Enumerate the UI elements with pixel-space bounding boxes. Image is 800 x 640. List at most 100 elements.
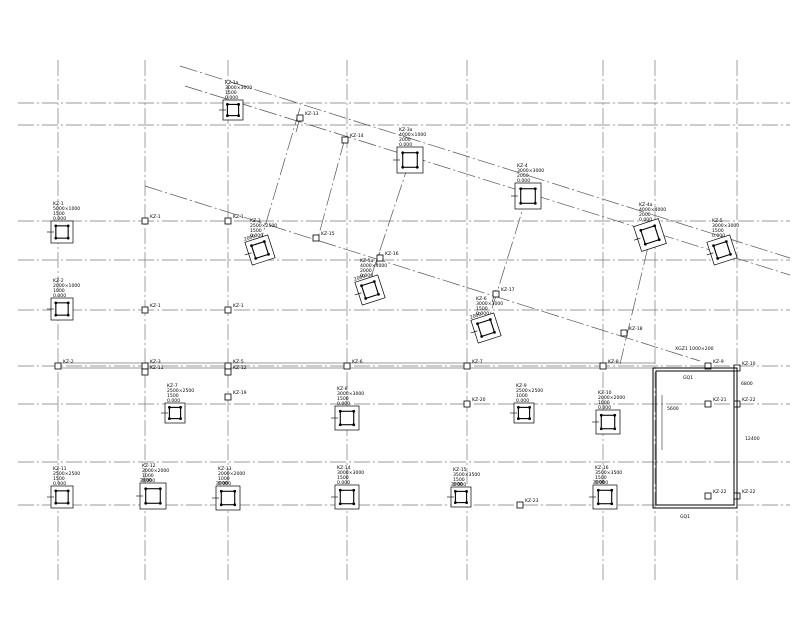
pile-marker bbox=[596, 488, 600, 492]
pile-cap-outline bbox=[514, 182, 542, 210]
pile-cap-tag: KZ-3a bbox=[399, 127, 413, 133]
pile-cap-spec: 1000 bbox=[598, 400, 610, 406]
pile-cap-spec: 0.000 bbox=[218, 481, 231, 487]
pile-cap-spec: 0.000 bbox=[53, 216, 66, 222]
pile-marker bbox=[158, 501, 162, 505]
pile-marker bbox=[712, 244, 715, 248]
pile-marker bbox=[66, 236, 70, 240]
pile-cap-outline bbox=[215, 485, 241, 511]
pile-cap-spec: 0.000 bbox=[142, 478, 155, 484]
pile-marker bbox=[610, 488, 614, 492]
pile-marker bbox=[729, 252, 732, 256]
pile-cap-reinforcement bbox=[226, 103, 240, 117]
pile-marker bbox=[352, 502, 356, 506]
pile-cap bbox=[393, 146, 424, 174]
column-pier: KZ-12 bbox=[224, 365, 247, 376]
pile-cap-spec: 0.000 bbox=[167, 398, 180, 404]
pile-marker bbox=[54, 489, 58, 493]
pier-tag: KZ-12 bbox=[233, 365, 247, 371]
pile-cap-dimension: 2000 bbox=[243, 233, 256, 242]
pile-marker bbox=[262, 240, 266, 243]
pile-cap-tag: KZ-11 bbox=[53, 466, 67, 472]
pile-cap-spec: 2500×2500 bbox=[516, 388, 543, 394]
pile-marker bbox=[54, 301, 58, 305]
column-pier: KZ-8 bbox=[599, 359, 619, 370]
pier-tag: KZ-10 bbox=[742, 361, 756, 367]
pier-tag: KZ-3 bbox=[150, 359, 161, 365]
pile-cap-tick bbox=[244, 252, 252, 256]
skew-grid-line bbox=[619, 221, 655, 365]
skew-grid-line bbox=[144, 185, 701, 362]
pile-cap-reinforcement bbox=[250, 240, 270, 260]
pile-cap-spec: 5000×1000 bbox=[53, 206, 80, 212]
pile-marker bbox=[66, 224, 70, 228]
pile-cap-spec: 1000 bbox=[53, 288, 65, 294]
pile-cap-spec: 2500×2500 bbox=[250, 223, 277, 229]
pile-cap-tag: KZ-13 bbox=[218, 466, 232, 472]
pile-cap-outline bbox=[50, 297, 74, 321]
pier-tag: KZ-20 bbox=[472, 397, 486, 403]
column-pier: KZ-16 bbox=[376, 251, 399, 262]
pier-outline bbox=[704, 362, 712, 370]
column-pier: KZ-20 bbox=[463, 397, 486, 408]
pile-cap-spec: 1000 bbox=[142, 473, 154, 479]
pile-marker bbox=[66, 301, 70, 305]
pile-cap-spec: 2000 bbox=[639, 212, 651, 218]
pier-tag: KZ-5 bbox=[233, 359, 244, 365]
pile-cap-spec: 1500 bbox=[250, 228, 262, 234]
pile-cap-tag: KZ-3 bbox=[250, 218, 261, 224]
pier-tag: KZ-9 bbox=[713, 359, 724, 365]
pile-marker bbox=[657, 238, 661, 242]
pile-marker bbox=[219, 489, 223, 493]
skew-grid-line bbox=[179, 65, 791, 259]
pile-marker bbox=[219, 503, 223, 507]
pile-cap bbox=[331, 405, 360, 431]
pile-cap-spec: 1500 bbox=[167, 393, 179, 399]
pier-outline bbox=[141, 306, 149, 314]
pile-cap-dimension: 2000 bbox=[216, 481, 228, 487]
pile-marker bbox=[237, 103, 240, 106]
pile-cap-tag: KZ-8 bbox=[337, 386, 348, 392]
pile-cap-reinforcement bbox=[476, 318, 496, 338]
pile-cap-tag: KZ-5a bbox=[360, 258, 374, 264]
pile-cap-spec: 1500 bbox=[595, 475, 607, 481]
pile-marker bbox=[237, 114, 240, 117]
pile-marker bbox=[519, 201, 523, 205]
pile-cap-spec: 2000 bbox=[360, 268, 372, 274]
pile-cap-spec: 0.000 bbox=[598, 405, 611, 411]
pier-outline bbox=[376, 254, 384, 262]
pile-marker bbox=[338, 488, 342, 492]
pool-outer-wall bbox=[652, 367, 738, 509]
pile-marker bbox=[254, 257, 258, 260]
pile-caps: KZ-1a3000×300015000.000KZ-15000×10001500… bbox=[47, 80, 739, 511]
pool-wall-label: GQ1 bbox=[680, 514, 690, 520]
pile-cap-spec: 4000×4000 bbox=[360, 263, 387, 269]
pile-cap-spec: 2000 bbox=[399, 137, 411, 143]
column-pier: KZ-1 bbox=[224, 214, 244, 225]
pile-cap-tag: KZ-1a bbox=[225, 80, 239, 86]
pile-cap-reinforcement bbox=[339, 489, 355, 505]
pile-cap: 2000 bbox=[353, 273, 386, 306]
pile-cap-spec: 1500 bbox=[476, 306, 488, 312]
pile-cap-dimension: 2000 bbox=[451, 482, 463, 488]
skew-grid-line bbox=[257, 107, 301, 251]
pile-cap-spec: 3500×3500 bbox=[595, 470, 622, 476]
pile-cap-outline bbox=[50, 485, 74, 509]
pile-cap: 2000 bbox=[589, 480, 618, 510]
pile-marker bbox=[226, 114, 229, 117]
pile-cap-reinforcement bbox=[520, 188, 536, 204]
pile-cap-tag: KZ-1 bbox=[53, 201, 64, 207]
pile-cap-reinforcement bbox=[55, 302, 69, 316]
pier-outline bbox=[492, 290, 500, 298]
pile-cap-reinforcement bbox=[220, 490, 236, 506]
pile-cap-spec: 3000×3000 bbox=[337, 470, 364, 476]
pile-marker bbox=[144, 487, 148, 491]
pile-marker bbox=[528, 406, 531, 409]
